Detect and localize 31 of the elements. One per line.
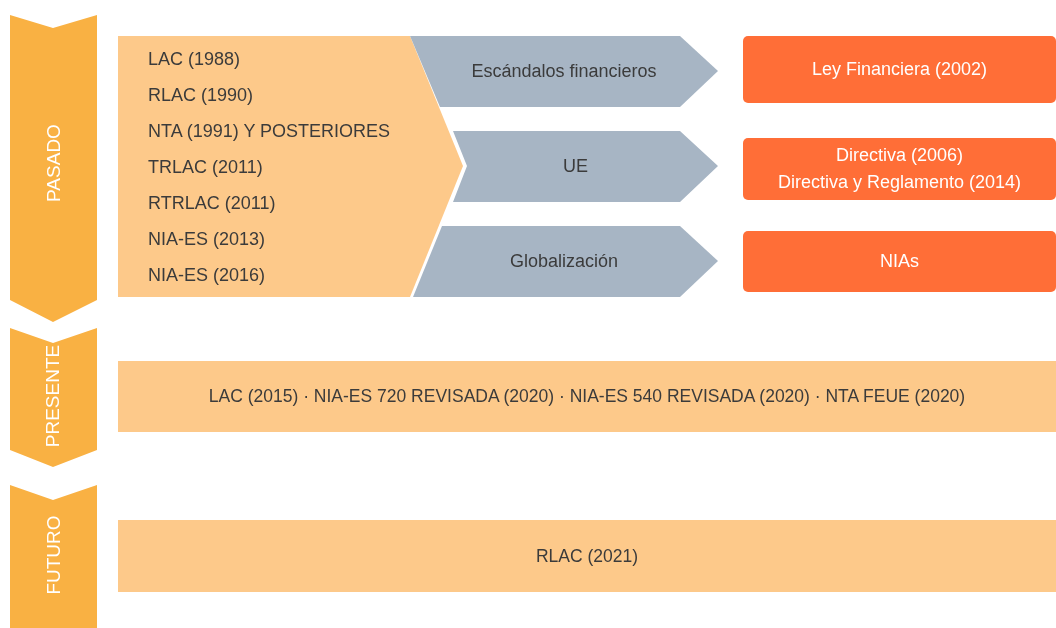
driver-banner <box>410 226 718 297</box>
driver-banner <box>453 131 718 202</box>
box-text: RLAC (2021) <box>535 545 639 567</box>
box-text: Directiva y Reglamento (2014) <box>777 171 1022 194</box>
stage-label: FUTURO <box>42 514 65 595</box>
list-item: TRLAC (2011) <box>148 155 263 179</box>
box-text: UE <box>563 156 588 177</box>
list-item: LAC (1988) <box>148 47 241 71</box>
result-box <box>743 138 1056 200</box>
list-item: RLAC (1990) <box>148 83 254 107</box>
box-text: Globalización <box>509 251 619 272</box>
box-text: LAC (2015) · NIA-ES 720 REVISADA (2020) · NIA-ES 540 REVISADA (2020) · NTA FEUE (2020) <box>208 386 966 407</box>
box-text: Ley Financiera (2002) <box>811 58 988 81</box>
standards-panel <box>118 36 465 297</box>
result-box <box>743 36 1056 103</box>
stage-banner <box>10 328 97 467</box>
box-text: NIAs <box>880 250 919 273</box>
stage-banner <box>10 485 97 628</box>
list-item: RTRLAC (2011) <box>148 191 276 215</box>
stage-banner <box>10 15 97 322</box>
result-box <box>743 231 1056 292</box>
box-text: Directiva (2006) <box>835 144 963 167</box>
content-band <box>118 361 1056 432</box>
content-band <box>118 520 1056 592</box>
stage-label: PRESENTE <box>42 344 65 447</box>
box-text: Escándalos financieros <box>471 61 657 82</box>
driver-banner <box>410 36 718 107</box>
list-item: NIA-ES (2016) <box>148 263 266 287</box>
stage-label: PASADO <box>42 123 65 202</box>
list-item: NIA-ES (2013) <box>148 227 266 251</box>
list-item: NTA (1991) Y POSTERIORES <box>148 119 391 143</box>
